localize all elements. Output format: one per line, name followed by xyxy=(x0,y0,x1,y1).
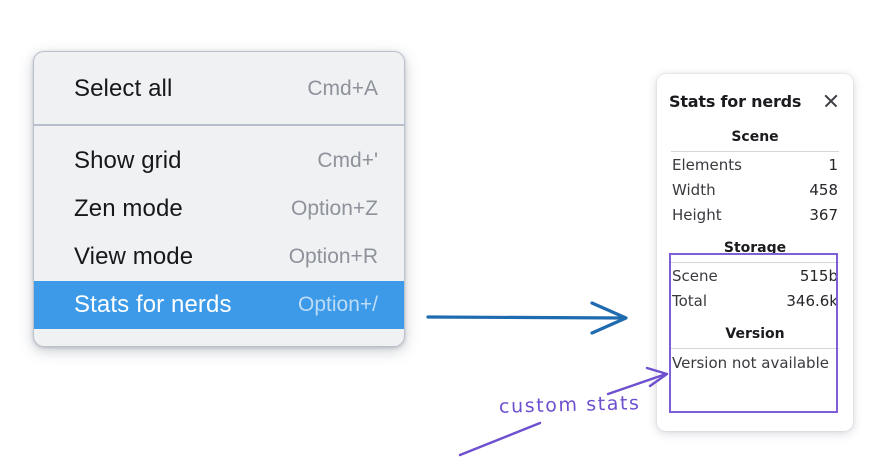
stat-row-width: Width 458 xyxy=(669,177,841,202)
context-menu[interactable]: Select all Cmd+A Show grid Cmd+' Zen mod… xyxy=(33,51,405,347)
custom-stats-annotation-label: custom stats xyxy=(498,392,641,418)
blue-pointer-arrow xyxy=(426,301,628,335)
purple-underline-stroke xyxy=(458,421,542,457)
menu-item-show-grid[interactable]: Show grid Cmd+' xyxy=(34,137,404,185)
stat-row-elements: Elements 1 xyxy=(669,152,841,177)
menu-top-padding xyxy=(34,52,404,65)
stat-row-total-storage: Total 346.6k xyxy=(669,288,841,313)
close-icon[interactable] xyxy=(821,91,841,111)
menu-item-label: Show grid xyxy=(74,147,182,174)
stat-row-height: Height 367 xyxy=(669,202,841,227)
stat-label: Width xyxy=(672,180,716,199)
menu-item-label: Select all xyxy=(74,75,173,102)
stats-panel-header: Stats for nerds xyxy=(669,74,841,122)
menu-item-label: Zen mode xyxy=(74,195,183,222)
stat-label: Total xyxy=(672,291,708,310)
stat-value: 346.6k xyxy=(786,291,838,310)
menu-item-label: Stats for nerds xyxy=(74,291,232,318)
menu-item-shortcut: Cmd+A xyxy=(307,77,378,100)
menu-item-shortcut: Option+R xyxy=(288,245,378,268)
section-divider xyxy=(671,151,839,152)
stat-label: Height xyxy=(672,205,722,224)
menu-item-shortcut: Option+/ xyxy=(298,293,378,316)
stat-label: Scene xyxy=(672,266,718,285)
stat-value: 367 xyxy=(809,205,838,224)
menu-separator xyxy=(34,124,404,126)
stat-value: 515b xyxy=(799,266,838,285)
section-title-scene: Scene xyxy=(731,129,779,145)
stats-for-nerds-panel: Stats for nerds Scene Elements 1 Width 4… xyxy=(657,74,853,431)
stats-panel-title: Stats for nerds xyxy=(669,91,802,111)
menu-item-zen-mode[interactable]: Zen mode Option+Z xyxy=(34,185,404,233)
section-title-storage: Storage xyxy=(723,240,787,256)
menu-item-select-all[interactable]: Select all Cmd+A xyxy=(34,65,404,113)
stat-label: Elements xyxy=(672,155,742,174)
stat-value: 1 xyxy=(828,155,838,174)
menu-item-shortcut: Option+Z xyxy=(291,197,378,220)
section-title-version: Version xyxy=(725,326,785,342)
menu-item-view-mode[interactable]: View mode Option+R xyxy=(34,233,404,281)
menu-bottom-padding xyxy=(34,329,404,346)
menu-item-label: View mode xyxy=(74,243,194,270)
stat-value: 458 xyxy=(809,180,838,199)
section-divider xyxy=(671,348,839,349)
stat-row-scene-storage: Scene 515b xyxy=(669,263,841,288)
version-not-available-text: Version not available xyxy=(672,354,829,372)
menu-item-shortcut: Cmd+' xyxy=(317,149,378,172)
menu-item-stats-for-nerds[interactable]: Stats for nerds Option+/ xyxy=(34,281,404,329)
menu-separator-gap xyxy=(34,126,404,137)
section-divider xyxy=(671,262,839,263)
